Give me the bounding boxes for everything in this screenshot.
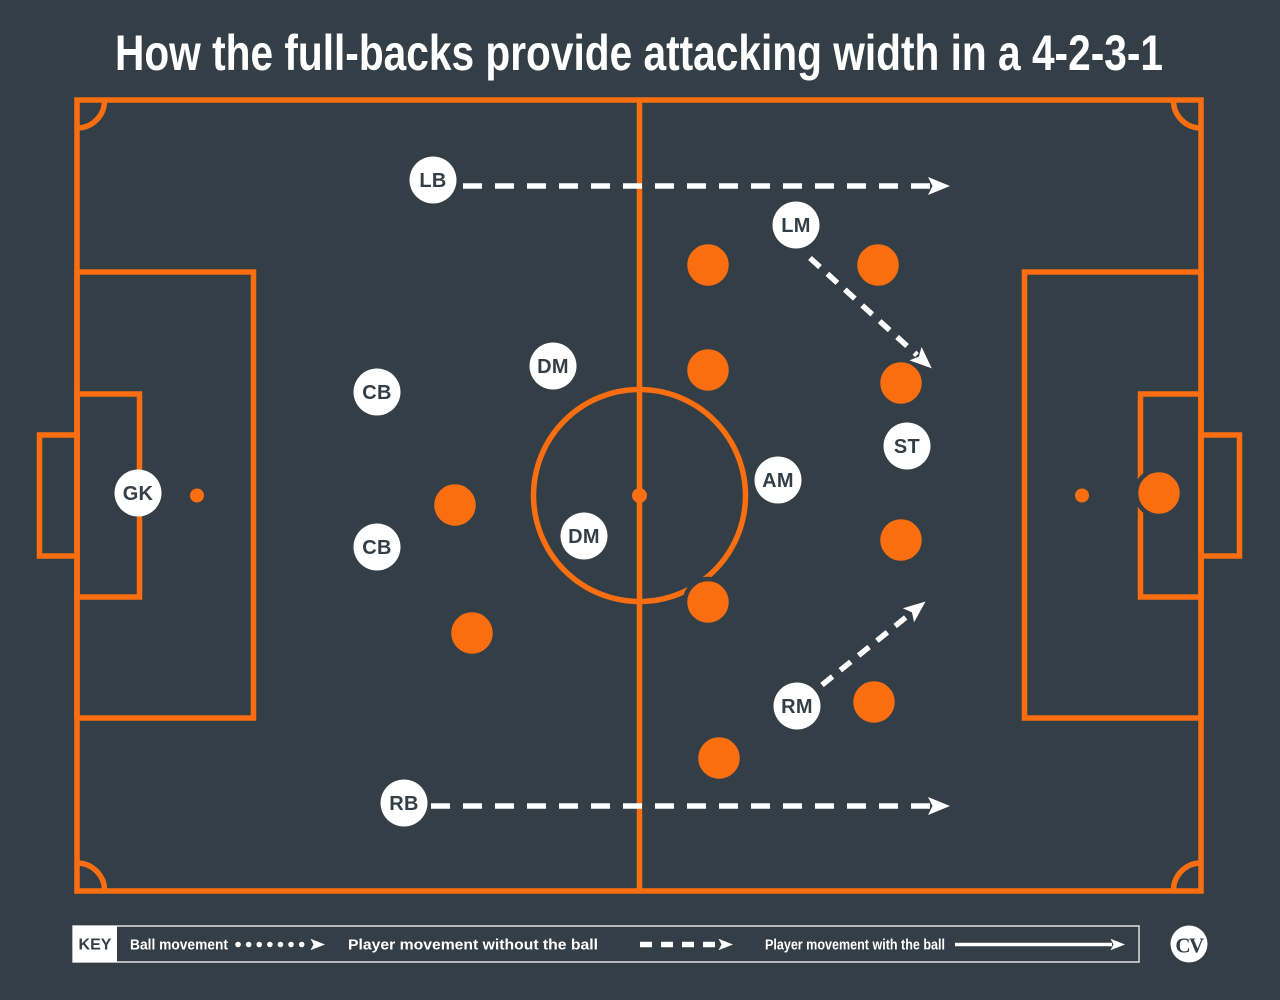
legend-item-without-ball-label: Player movement without the ball [348, 937, 598, 954]
cv-logo: CV [1170, 925, 1208, 963]
corner-arc-bottom-left [76, 860, 108, 892]
legend-item-with-ball-label: Player movement with the ball [765, 937, 945, 954]
position-label-text: LM [781, 215, 810, 237]
player-dot [682, 576, 734, 628]
player-dot [848, 676, 900, 728]
right-penalty-spot [1075, 488, 1089, 503]
player-dot [875, 357, 927, 409]
player-dot [1133, 467, 1185, 519]
cv-logo-circle [1170, 925, 1208, 963]
label-circle [754, 456, 802, 504]
center-circle [530, 386, 749, 605]
run-arrows [431, 177, 950, 815]
position-label-text: ST [894, 436, 920, 458]
label-circle [114, 469, 162, 517]
position-label-text: CB [362, 537, 392, 559]
player-dot [682, 239, 734, 291]
left-penalty-spot [190, 488, 204, 503]
label-circle [353, 368, 401, 416]
player-dots [429, 239, 1185, 784]
position-label-am: AM [754, 456, 802, 504]
position-label-text: RM [781, 696, 813, 718]
label-circle [409, 156, 457, 204]
label-circle [380, 779, 428, 827]
lm-run-arrow [808, 255, 932, 369]
center-spot [632, 488, 647, 503]
label-circle [560, 512, 608, 560]
position-label-rb: RB [380, 779, 428, 827]
position-labels: GK CB CB DM DM LB RB AM [114, 156, 931, 827]
position-label-gk: GK [114, 469, 162, 517]
position-label-dm-bottom: DM [560, 512, 608, 560]
pitch-spots [190, 488, 1089, 503]
key-label: KEY [79, 937, 112, 954]
position-label-cb-bottom: CB [353, 523, 401, 571]
page-title: How the full-backs provide attacking wid… [115, 25, 1163, 81]
player-dot [446, 607, 498, 659]
position-label-rm: RM [773, 682, 821, 730]
position-label-dm-top: DM [529, 342, 577, 390]
position-label-lm: LM [772, 201, 820, 249]
position-label-text: RB [389, 793, 419, 815]
corner-arc-top-right [1170, 99, 1202, 131]
label-circle [772, 201, 820, 249]
key-box [73, 926, 117, 962]
right-goal [1198, 432, 1243, 559]
position-label-cb-top: CB [353, 368, 401, 416]
rm-run-arrow [820, 601, 926, 688]
position-label-text: GK [123, 483, 154, 505]
label-circle [529, 342, 577, 390]
corner-arc-top-left [76, 99, 108, 131]
position-label-text: AM [762, 470, 794, 492]
corner-arc-bottom-right [1170, 860, 1202, 892]
position-label-lb: LB [409, 156, 457, 204]
left-goal [36, 432, 80, 559]
player-dot [875, 514, 927, 566]
label-circle [773, 682, 821, 730]
cv-logo-text: CV [1175, 934, 1204, 958]
position-label-text: DM [537, 356, 569, 378]
player-dot [852, 239, 904, 291]
position-label-text: DM [568, 526, 600, 548]
position-label-st: ST [883, 422, 931, 470]
label-circle [883, 422, 931, 470]
position-label-text: CB [362, 382, 392, 404]
legend-item-ball-movement-label: Ball movement [130, 937, 228, 954]
player-dot [682, 344, 734, 396]
player-dot [429, 479, 481, 531]
label-circle [353, 523, 401, 571]
player-dot [693, 732, 745, 784]
position-label-text: LB [419, 170, 446, 192]
legend-bar-group: KEY Ball movement Player movement withou… [72, 925, 1140, 963]
